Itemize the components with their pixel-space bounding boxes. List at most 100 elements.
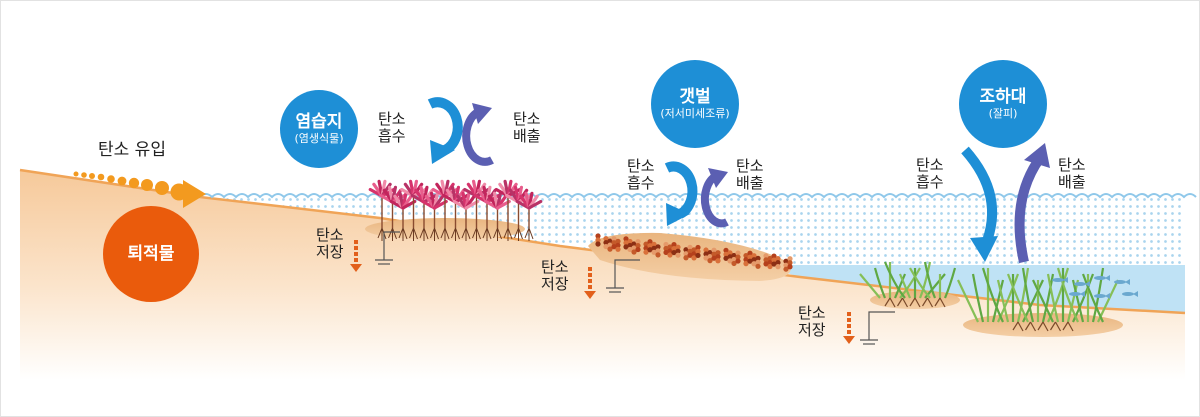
seagrass-large-blade <box>1021 267 1035 323</box>
microalgae-dot <box>711 247 717 253</box>
seagrass-large-blade <box>1047 267 1070 323</box>
tidalflat-subtitle: (저서미세조류) <box>660 107 730 121</box>
microalgae-dot <box>707 254 713 260</box>
plant-frond <box>464 199 480 210</box>
microalgae-dot <box>787 264 793 270</box>
seagrass-large-root <box>1037 321 1049 332</box>
seagrass-large-blade <box>971 273 985 323</box>
seagrass-small-blade <box>943 267 957 299</box>
fish-tail-icon <box>1105 275 1110 281</box>
sediment-ground <box>20 170 1185 380</box>
microalgae-dot <box>775 260 781 266</box>
microalgae-dot <box>731 260 737 267</box>
storage-arrowhead <box>584 291 596 299</box>
seagrass-small-root <box>934 297 946 308</box>
microalgae-dot <box>631 249 637 255</box>
seagrass-large-blade <box>957 279 979 323</box>
fish-icon <box>1114 280 1126 284</box>
subtidal-circle: 조하대 (잘피) <box>959 60 1047 148</box>
microalgae-dot <box>771 261 777 267</box>
microalgae-dot <box>635 242 641 249</box>
microalgae-dot <box>743 261 749 267</box>
inflow-dot <box>128 177 140 189</box>
microalgae-dot <box>691 255 697 261</box>
fish-tail-icon <box>1105 293 1110 299</box>
microalgae-dot <box>675 244 681 250</box>
plant-root <box>409 227 418 241</box>
microalgae-dot <box>783 258 789 264</box>
inflow-dot <box>97 173 105 181</box>
seagrass-large-blade <box>1072 273 1095 323</box>
microalgae-dot <box>723 251 729 257</box>
microalgae-dot <box>623 244 629 250</box>
inflow-arrowhead <box>183 180 206 208</box>
microalgae-dot <box>703 255 709 261</box>
subtidal-emit-arrow <box>1014 143 1050 264</box>
microalgae-dot <box>711 255 717 261</box>
fish-icon <box>1122 292 1134 296</box>
seagrass-large-blade <box>1022 279 1044 323</box>
microalgae-dot <box>731 252 737 259</box>
microalgae-dot <box>647 239 653 245</box>
storage-arrow-dash <box>847 324 851 328</box>
microalgae-dot <box>607 246 613 252</box>
saltmarsh-absorb-arrow <box>427 97 463 164</box>
seagrass-large-blade <box>997 273 1020 323</box>
microalgae-dot <box>663 249 669 256</box>
microalgae-dot <box>751 253 757 259</box>
seagrass-small-blade <box>873 267 887 299</box>
plant-frond <box>401 199 417 210</box>
saltmarsh-plants <box>368 179 543 241</box>
microalgae-dot <box>787 256 793 262</box>
benthic-microalgae <box>595 233 793 272</box>
microalgae-dot <box>751 257 757 263</box>
plant-frond <box>527 199 543 210</box>
seagrass-small-blade <box>898 273 912 299</box>
microalgae-dot <box>683 255 689 261</box>
microalgae-dot <box>627 246 633 253</box>
microalgae-dot <box>767 259 773 266</box>
plant-root <box>398 227 408 241</box>
microalgae-dot <box>771 257 777 263</box>
storage-arrow-dash <box>588 279 592 283</box>
microalgae-dot <box>755 263 761 269</box>
microalgae-dot <box>707 258 713 264</box>
microalgae-dot <box>743 257 749 263</box>
seagrass-large-blade <box>1056 267 1079 323</box>
microalgae-dot <box>735 250 741 256</box>
plant-root <box>440 227 450 241</box>
microalgae-dot <box>723 247 729 253</box>
inflow-dot <box>89 173 95 179</box>
subtidal-subtitle: (잘피) <box>988 107 1018 121</box>
fish-icon <box>1094 276 1106 280</box>
seagrass-large-blade <box>991 279 1005 323</box>
microalgae-dot <box>647 247 653 253</box>
storage-arrow-dash <box>847 318 851 322</box>
microalgae-dot <box>635 246 641 253</box>
subtidal-absorb-arrow <box>961 146 998 262</box>
seagrass-plants <box>859 261 1119 332</box>
inflow-dot <box>81 172 87 178</box>
microalgae-dot <box>763 253 769 259</box>
microalgae-dot <box>767 263 773 270</box>
seagrass-large-blade <box>1091 267 1105 323</box>
ground-symbol-line <box>614 259 640 288</box>
subtidal-title: 조하대 <box>979 86 1027 107</box>
seagrass-small-root <box>896 297 909 308</box>
carbon-inflow-label: 탄소 유입 <box>98 140 166 160</box>
storage-arrow-dash <box>588 273 592 277</box>
plant-root <box>514 227 523 241</box>
microalgae-dot <box>603 235 609 242</box>
microalgae-dot <box>775 256 781 262</box>
microalgae-dot <box>615 242 621 248</box>
microalgae-dot <box>671 241 677 248</box>
microalgae-dot <box>775 264 781 270</box>
seagrass-large-blade <box>1071 279 1085 323</box>
storage-arrow-dash <box>588 267 592 271</box>
microalgae-dot <box>755 255 761 261</box>
storage-arrow-dash <box>354 258 358 262</box>
microalgae-dot <box>651 241 657 247</box>
